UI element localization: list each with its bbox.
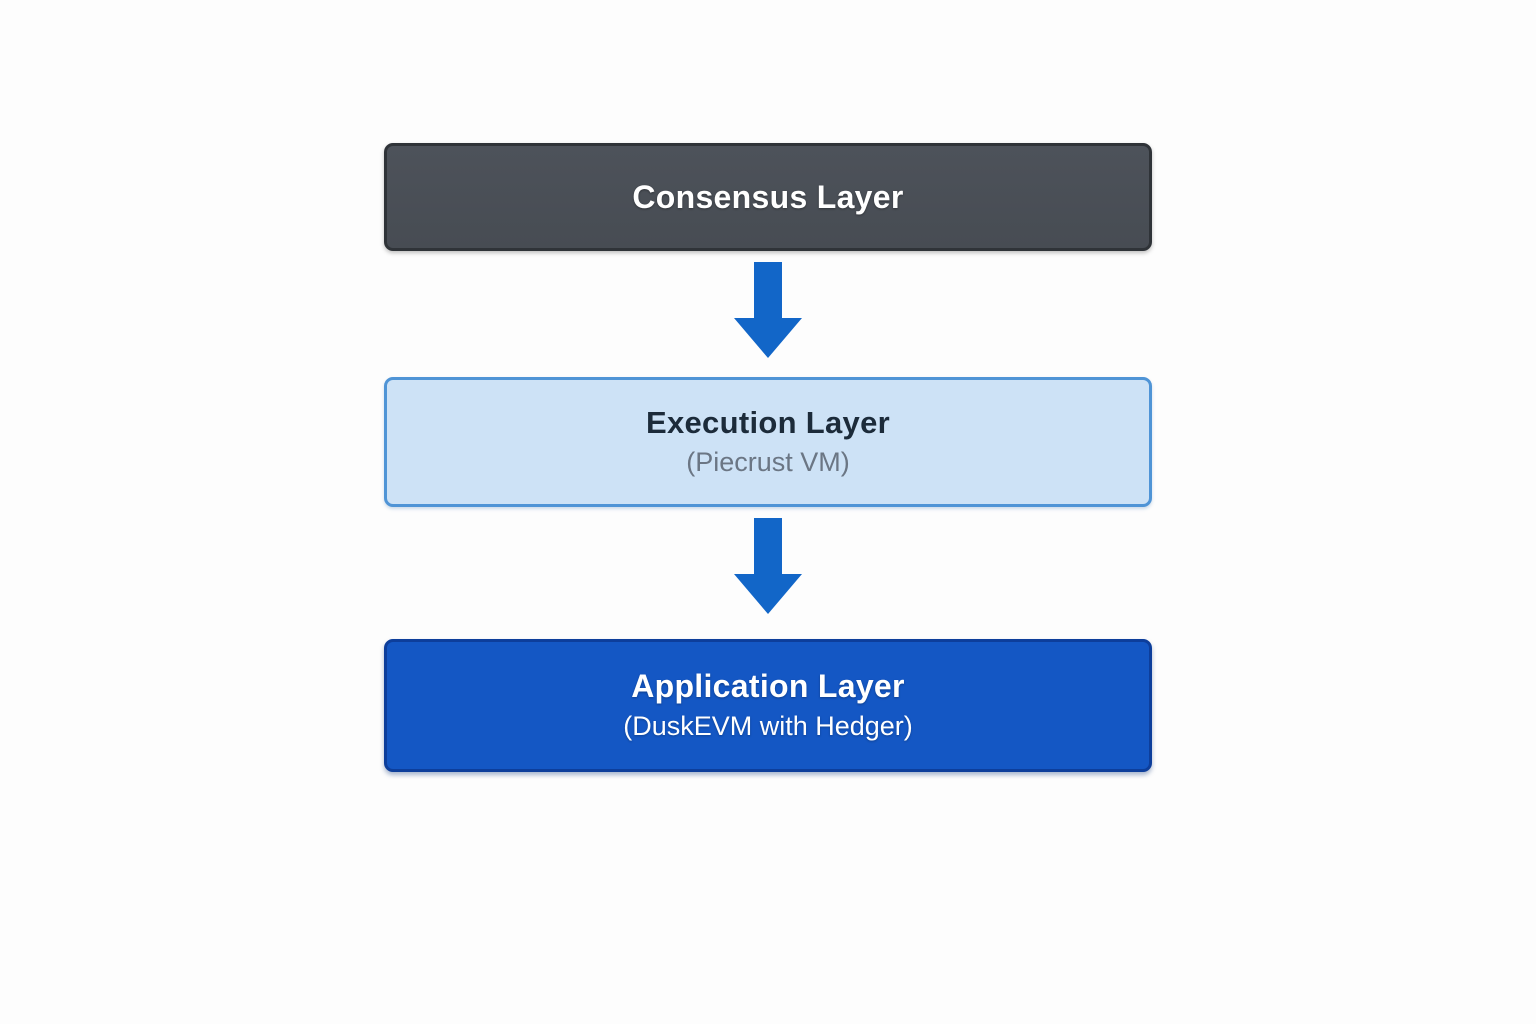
application-layer-title: Application Layer bbox=[631, 668, 905, 705]
application-layer-subtitle: (DuskEVM with Hedger) bbox=[623, 711, 913, 742]
execution-layer-title: Execution Layer bbox=[646, 404, 890, 440]
execution-layer-subtitle: (Piecrust VM) bbox=[686, 447, 850, 478]
consensus-layer-box: Consensus Layer bbox=[384, 143, 1152, 251]
down-arrow-icon bbox=[734, 262, 802, 358]
application-layer-box: Application Layer (DuskEVM with Hedger) bbox=[384, 639, 1152, 772]
down-arrow-icon bbox=[734, 518, 802, 614]
execution-layer-box: Execution Layer (Piecrust VM) bbox=[384, 377, 1152, 507]
consensus-layer-title: Consensus Layer bbox=[632, 179, 904, 215]
